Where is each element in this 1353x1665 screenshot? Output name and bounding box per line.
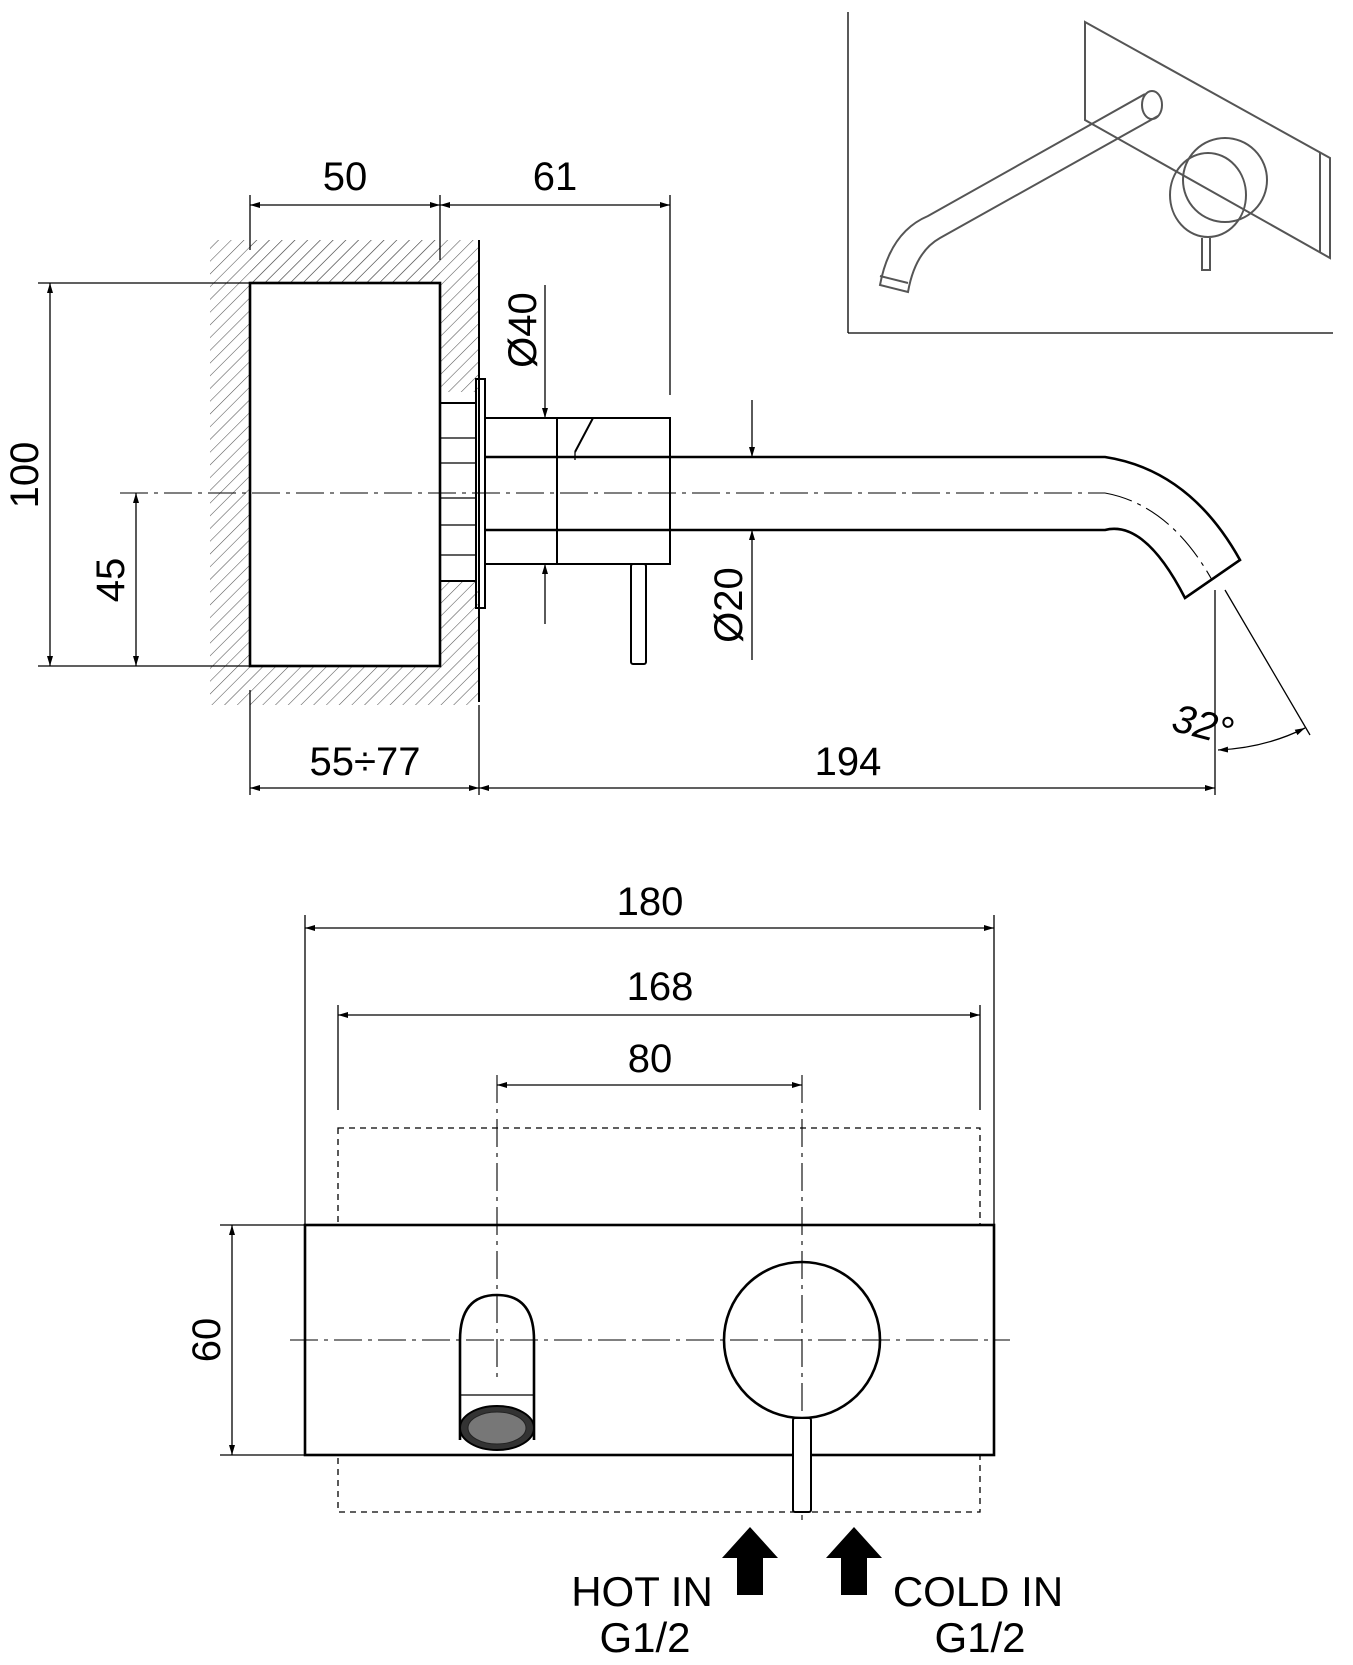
dim-label-45: 45 [89, 558, 133, 603]
cold-inlet-arrow-icon [826, 1527, 882, 1595]
dim-label-d40: Ø40 [501, 292, 545, 368]
spout-outlet [1184, 559, 1241, 599]
inset-handle-cap [1169, 152, 1247, 238]
inlet-labels: HOT IN G1/2 COLD IN G1/2 [571, 1527, 1063, 1661]
dim-label-angle: 32° [1168, 696, 1238, 754]
dim-label-80: 80 [628, 1037, 673, 1081]
dim-label-d20: Ø20 [707, 567, 751, 643]
inset-wall-plate [1084, 20, 1331, 260]
inset-aerator [879, 275, 909, 284]
dim-label-50: 50 [323, 155, 368, 199]
dim-label-180: 180 [617, 880, 684, 924]
spout-front [458, 1293, 536, 1451]
inset-spout [878, 93, 1159, 294]
inset-spout-base [1141, 90, 1163, 120]
front-view: 180 168 80 60 [185, 880, 1010, 1520]
inset-lever [1201, 238, 1211, 271]
dim-label-60: 60 [185, 1318, 229, 1363]
dim-label-194: 194 [815, 740, 882, 784]
dim-label-168: 168 [627, 965, 694, 1009]
hot-inlet-label: HOT IN [571, 1568, 713, 1615]
hot-inlet-arrow-icon [722, 1527, 778, 1595]
inset-handle [1182, 137, 1268, 223]
spout-centerline [1104, 492, 1213, 581]
dim-label-61: 61 [533, 155, 578, 199]
hot-inlet-thread: G1/2 [599, 1614, 690, 1661]
cold-inlet-thread: G1/2 [934, 1614, 1025, 1661]
lever-front [792, 1417, 812, 1513]
wall-hatching [210, 240, 480, 705]
cold-inlet-label: COLD IN [893, 1568, 1063, 1615]
dim-label-55-77: 55÷77 [310, 740, 421, 784]
dim-arc-angle [1217, 727, 1306, 753]
dim-label-100: 100 [3, 442, 47, 509]
side-view: 50 61 100 45 Ø40 Ø20 55÷77 194 32° [3, 155, 1311, 795]
lever [630, 563, 647, 665]
ext-line [1224, 589, 1311, 736]
perspective-inset [847, 12, 1333, 334]
mixer-body [484, 417, 671, 565]
spout [485, 455, 1242, 600]
